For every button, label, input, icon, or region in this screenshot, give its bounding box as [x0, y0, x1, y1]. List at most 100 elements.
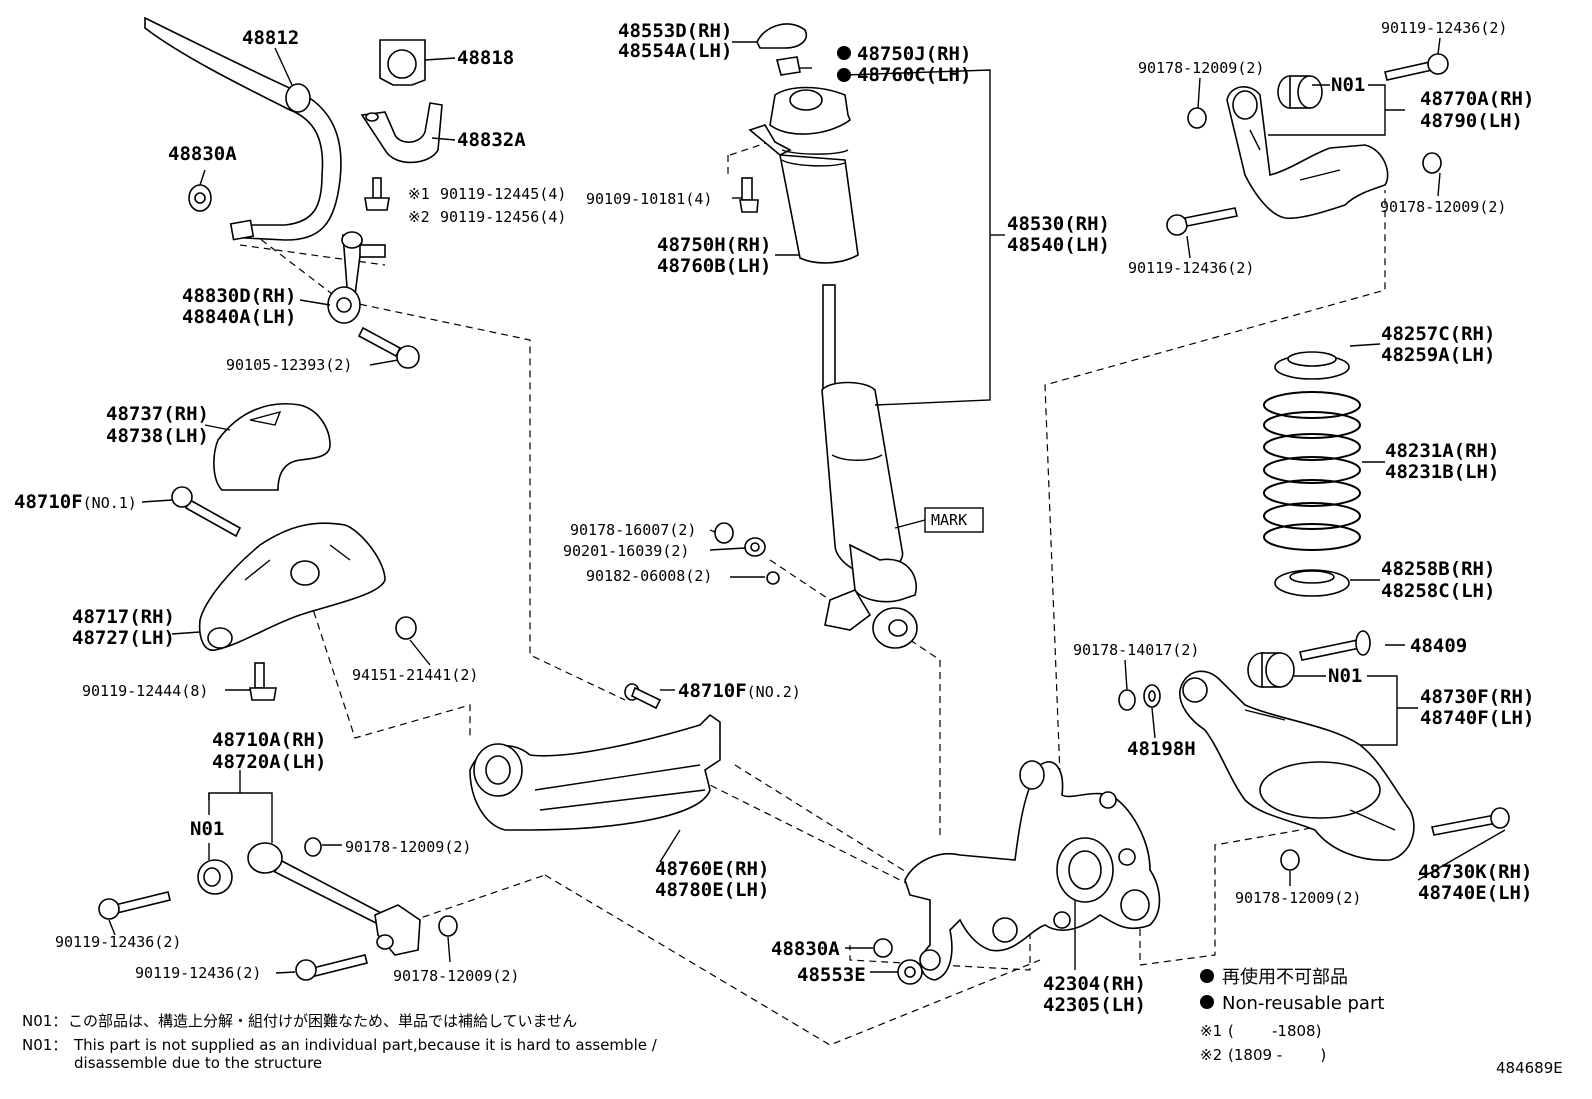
legend-dot-en [1200, 995, 1214, 1009]
washer [1143, 684, 1161, 708]
label-90119-12436-tr: 90119-12436(2) [1381, 19, 1507, 37]
label-48770A: 48770A(RH) [1420, 88, 1534, 110]
label-48750H: 48750H(RH) [657, 234, 771, 256]
legend-range2-mark: ※2 [1200, 1046, 1222, 1064]
label-48530: 48530(RH) [1007, 213, 1110, 235]
non-reusable-dot [837, 68, 851, 82]
nut [714, 522, 734, 544]
stabilizer-bushing [379, 39, 426, 86]
label-48540: 48540(LH) [1007, 234, 1110, 256]
bolt [249, 662, 277, 701]
label-48258B: 48258B(RH) [1381, 558, 1495, 580]
upper-arm [1226, 86, 1389, 220]
nut [775, 56, 801, 76]
shock-absorber [821, 381, 918, 649]
nut [1280, 849, 1300, 871]
note-n01-ja: この部品は、構造上分解・組付けが困難なため、単品では補給していません [68, 1012, 577, 1030]
label-48832A: 48832A [457, 129, 526, 151]
label-48830A-bot: 48830A [771, 938, 840, 960]
label-mark: MARK [931, 511, 967, 529]
nut [304, 837, 322, 857]
legend-range1: ( -1808) [1228, 1022, 1321, 1040]
suspension-cover [213, 403, 331, 491]
label-48812: 48812 [242, 27, 299, 49]
label-48760B: 48760B(LH) [657, 255, 771, 277]
strut-cap [756, 23, 807, 49]
label-42304: 42304(RH) [1043, 973, 1146, 995]
label-48840A: 48840A(LH) [182, 306, 296, 328]
note-n01-en-line2: disassemble due to the structure [74, 1054, 322, 1072]
label-90119-12436-tr2: 90119-12436(2) [1128, 259, 1254, 277]
label-48760C: 48760C(LH) [857, 64, 971, 86]
diagram-id: 484689E [1496, 1059, 1563, 1077]
bushing [1277, 75, 1323, 109]
nut [438, 915, 458, 937]
label-48760E: 48760E(RH) [655, 858, 769, 880]
label-48257C: 48257C(RH) [1381, 323, 1495, 345]
coil-spring [1263, 391, 1361, 551]
label-90178-16007: 90178-16007(2) [570, 521, 696, 539]
label-48780E: 48780E(LH) [655, 879, 769, 901]
nut [897, 959, 923, 985]
label-n01-left: N01 [190, 818, 224, 840]
label-48790: 48790(LH) [1420, 110, 1523, 132]
label-90201-16039: 90201-16039(2) [563, 542, 689, 560]
bolt [171, 486, 242, 538]
bolt [624, 683, 662, 710]
label-90109-10181: 90109-10181(4) [586, 190, 712, 208]
label-90178-12009-b: 90178-12009(2) [393, 967, 519, 985]
label-48710F-no2-num: 48710F [678, 680, 747, 702]
label-48259A: 48259A(LH) [1381, 344, 1495, 366]
label-48738: 48738(LH) [106, 425, 209, 447]
label-mark2: ※2 [408, 208, 430, 226]
bolt [739, 177, 759, 213]
label-48727: 48727(LH) [72, 627, 175, 649]
stabilizer-link [327, 231, 386, 324]
label-48409: 48409 [1410, 635, 1467, 657]
label-90178-12009-r: 90178-12009(2) [1235, 889, 1361, 907]
trailing-arm [469, 713, 721, 831]
label-n01-tr: N01 [1331, 74, 1365, 96]
label-48730F: 48730F(RH) [1420, 686, 1534, 708]
label-48710F-no1: 48710F(NO.1) [14, 491, 137, 513]
lateral-link [247, 842, 421, 956]
bolt [357, 326, 420, 369]
bolt [295, 954, 368, 981]
stabilizer-bracket [360, 102, 443, 164]
label-48553E: 48553E [797, 964, 866, 986]
nut [188, 184, 212, 212]
label-94151-21441: 94151-21441(2) [352, 666, 478, 684]
label-48717: 48717(RH) [72, 606, 175, 628]
nut [1118, 689, 1136, 711]
bushing [1247, 652, 1295, 688]
nut [873, 938, 893, 958]
mark-box [924, 507, 984, 533]
label-n01-r: N01 [1328, 665, 1362, 687]
label-48818: 48818 [457, 47, 514, 69]
label-48740F: 48740F(LH) [1420, 707, 1534, 729]
bolt [1166, 207, 1238, 236]
label-48750J: 48750J(RH) [857, 43, 971, 65]
label-48737: 48737(RH) [106, 403, 209, 425]
label-48231B: 48231B(LH) [1385, 461, 1499, 483]
washer [766, 571, 780, 585]
suspension-bracket [198, 522, 386, 651]
note-n01-en-prefix: N01： [22, 1036, 67, 1054]
legend-non-reusable-ja: 再使用不可部品 [1222, 967, 1348, 988]
label-48830A-top: 48830A [168, 143, 237, 165]
label-48710A: 48710A(RH) [212, 729, 326, 751]
lower-arm [1179, 670, 1415, 861]
label-48740E: 48740E(LH) [1418, 882, 1532, 904]
nut [1187, 107, 1207, 129]
spring-seat-upper [1274, 351, 1350, 380]
label-48710F-no2-sub: (NO.2) [747, 683, 801, 701]
label-90119-12436-b: 90119-12436(2) [135, 964, 261, 982]
label-90178-12009-tr: 90178-12009(2) [1138, 59, 1264, 77]
spring-seat-lower [1274, 569, 1350, 597]
label-90105-12393: 90105-12393(2) [226, 356, 352, 374]
assembly-dashed-lines [239, 139, 1386, 1046]
non-reusable-dot [837, 46, 851, 60]
legend-range1-mark: ※1 [1200, 1022, 1222, 1040]
label-90119-12456: 90119-12456(4) [440, 208, 566, 226]
label-90178-12009-tr2: 90178-12009(2) [1380, 198, 1506, 216]
